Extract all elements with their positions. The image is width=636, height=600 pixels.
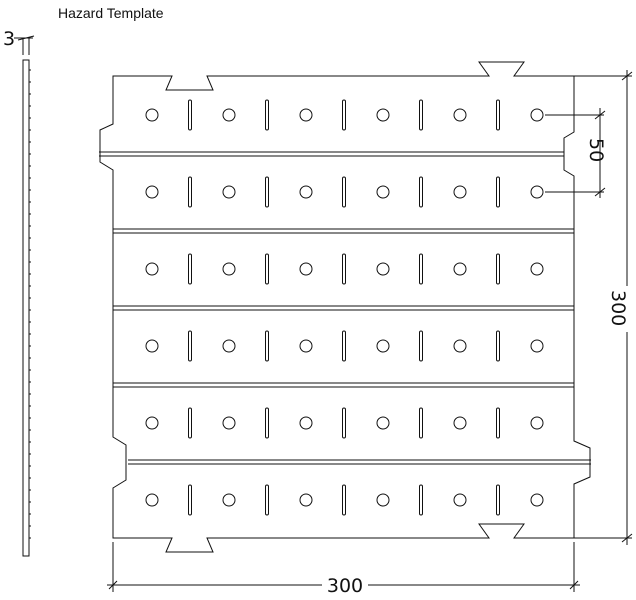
thickness-dimension-label: 3 xyxy=(3,28,15,50)
mounting-hole xyxy=(453,493,467,507)
slot xyxy=(342,484,346,516)
slot xyxy=(342,330,346,362)
mounting-hole xyxy=(145,493,159,507)
mounting-hole xyxy=(222,339,236,353)
slot xyxy=(496,253,500,285)
slot xyxy=(342,99,346,131)
slot xyxy=(265,99,269,131)
side-profile-view xyxy=(14,35,35,557)
pitch-dimension xyxy=(545,108,606,198)
slot xyxy=(342,253,346,285)
mounting-hole xyxy=(376,493,390,507)
mounting-hole xyxy=(530,262,544,276)
slot xyxy=(188,330,192,362)
slot xyxy=(419,99,423,131)
mounting-hole xyxy=(299,493,313,507)
mounting-hole xyxy=(376,262,390,276)
mounting-hole xyxy=(376,185,390,199)
mounting-hole xyxy=(145,416,159,430)
mounting-hole xyxy=(299,108,313,122)
slot xyxy=(188,484,192,516)
mounting-hole xyxy=(376,416,390,430)
slot xyxy=(265,176,269,208)
slot xyxy=(265,484,269,516)
mounting-hole xyxy=(453,108,467,122)
mounting-hole xyxy=(222,262,236,276)
pitch-dimension-label: 50 xyxy=(585,138,607,162)
slot xyxy=(188,99,192,131)
mounting-hole xyxy=(145,108,159,122)
mounting-hole xyxy=(222,185,236,199)
mounting-hole xyxy=(530,185,544,199)
mounting-hole xyxy=(376,339,390,353)
slot xyxy=(419,484,423,516)
mounting-hole xyxy=(222,108,236,122)
drawing-title: Hazard Template xyxy=(58,5,164,21)
slot xyxy=(265,407,269,439)
mounting-hole xyxy=(145,262,159,276)
mounting-hole xyxy=(222,493,236,507)
slot xyxy=(188,407,192,439)
slot xyxy=(342,176,346,208)
slot xyxy=(419,176,423,208)
mounting-hole xyxy=(299,416,313,430)
slot xyxy=(496,176,500,208)
slot xyxy=(419,253,423,285)
width-dimension xyxy=(107,542,580,592)
slot xyxy=(265,253,269,285)
mounting-hole xyxy=(453,339,467,353)
hole-and-slot-pattern xyxy=(145,99,544,516)
mounting-hole xyxy=(222,416,236,430)
height-dimension-label: 300 xyxy=(607,290,629,326)
slot xyxy=(342,407,346,439)
mounting-hole xyxy=(376,108,390,122)
height-dimension xyxy=(574,70,633,545)
slot xyxy=(496,484,500,516)
slot xyxy=(419,407,423,439)
mounting-hole xyxy=(453,185,467,199)
mounting-hole xyxy=(453,262,467,276)
slot xyxy=(496,407,500,439)
slot xyxy=(496,99,500,131)
mounting-hole xyxy=(145,185,159,199)
mounting-hole xyxy=(299,339,313,353)
width-dimension-label: 300 xyxy=(327,575,363,597)
slot xyxy=(265,330,269,362)
mounting-hole xyxy=(530,416,544,430)
slot xyxy=(188,176,192,208)
slot xyxy=(188,253,192,285)
mounting-hole xyxy=(530,108,544,122)
tile-outline xyxy=(99,61,591,553)
mounting-hole xyxy=(453,416,467,430)
tile-stripes xyxy=(99,151,591,465)
slot xyxy=(419,330,423,362)
mounting-hole xyxy=(530,493,544,507)
mounting-hole xyxy=(299,262,313,276)
mounting-hole xyxy=(145,339,159,353)
slot xyxy=(496,330,500,362)
mounting-hole xyxy=(530,339,544,353)
mounting-hole xyxy=(299,185,313,199)
